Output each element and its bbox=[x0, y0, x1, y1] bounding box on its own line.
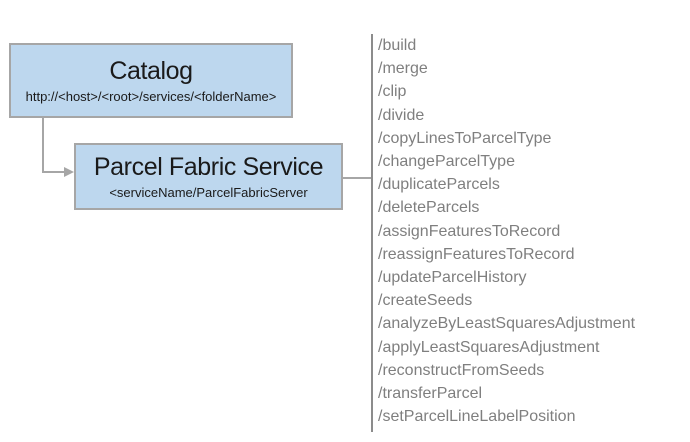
endpoint-item: /transferParcel bbox=[378, 385, 483, 403]
catalog-to-service-connector-vertical bbox=[42, 117, 44, 173]
endpoint-item: /duplicateParcels bbox=[378, 176, 500, 194]
endpoint-item: /analyzeByLeastSquaresAdjustment bbox=[378, 315, 636, 333]
endpoint-item: /changeParcelType bbox=[378, 153, 515, 171]
endpoint-item: /applyLeastSquaresAdjustment bbox=[378, 338, 600, 356]
endpoint-item: /createSeeds bbox=[378, 292, 473, 310]
service-url-template: <serviceName/ParcelFabricServer bbox=[109, 184, 308, 200]
catalog-node: Catalog http://<host>/<root>/services/<f… bbox=[9, 43, 293, 118]
endpoint-item: /clip bbox=[378, 83, 407, 101]
service-title: Parcel Fabric Service bbox=[93, 153, 324, 182]
endpoint-item: /deleteParcels bbox=[378, 199, 480, 217]
endpoint-item: /assignFeaturesToRecord bbox=[378, 222, 561, 240]
endpoint-item: /updateParcelHistory bbox=[378, 269, 527, 287]
endpoint-item: /build bbox=[378, 37, 417, 54]
endpoint-item: /copyLinesToParcelType bbox=[378, 129, 552, 147]
catalog-to-service-connector-horizontal bbox=[42, 171, 65, 173]
parcel-fabric-service-node: Parcel Fabric Service <serviceName/Parce… bbox=[74, 143, 343, 210]
endpoint-item: /reassignFeaturesToRecord bbox=[378, 245, 575, 263]
catalog-title: Catalog bbox=[109, 57, 193, 86]
endpoint-item: /reconstructFromSeeds bbox=[378, 361, 545, 379]
endpoint-item: /setParcelLineLabelPosition bbox=[378, 408, 576, 426]
catalog-url-template: http://<host>/<root>/services/<folderNam… bbox=[25, 88, 277, 104]
arrow-right-icon bbox=[64, 167, 74, 177]
service-to-endpoints-connector bbox=[343, 177, 371, 179]
endpoint-item: /divide bbox=[378, 106, 425, 124]
endpoint-list: /build/merge/clip/divide/copyLinesToParc… bbox=[378, 34, 635, 428]
endpoint-item: /merge bbox=[378, 60, 428, 78]
endpoint-list-divider bbox=[371, 34, 373, 432]
